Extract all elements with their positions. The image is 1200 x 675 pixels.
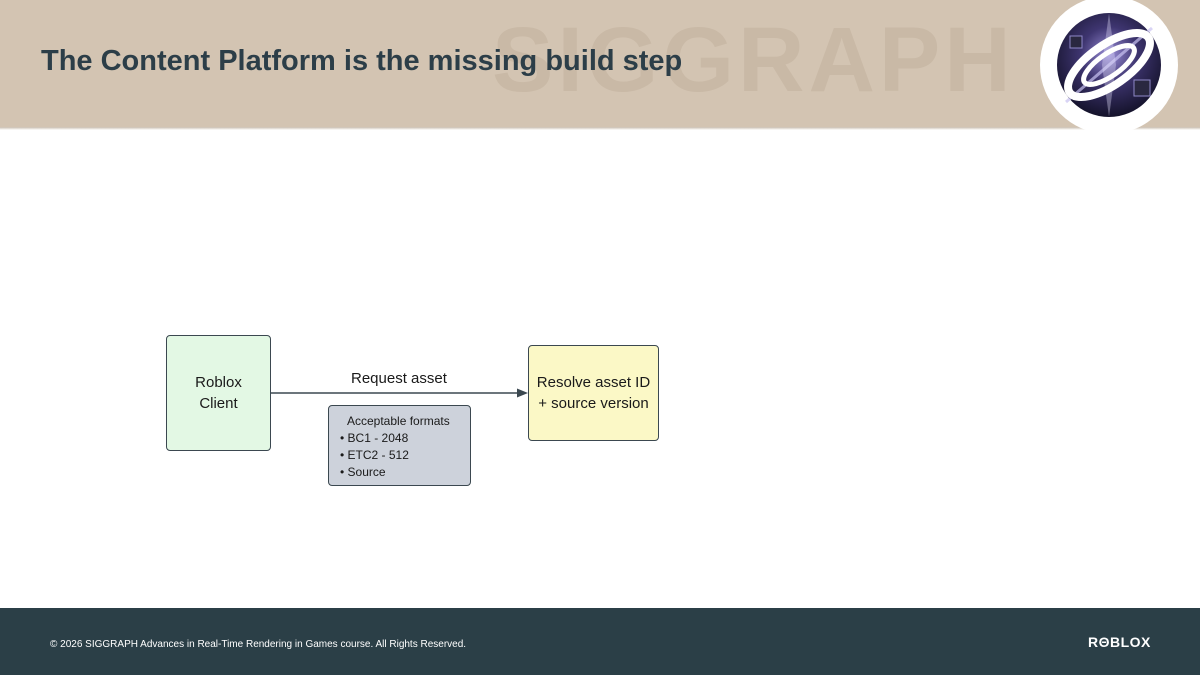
- copyright-text: © 2026 SIGGRAPH Advances in Real-Time Re…: [50, 639, 467, 650]
- resolve-asset-box: Resolve asset ID + source version: [528, 345, 659, 441]
- roblox-logo: RΘBLOX: [1088, 634, 1151, 650]
- header-bar: SIGGRAPH The Content Platform is the mis…: [0, 0, 1200, 127]
- footer-bar: © 2026 SIGGRAPH Advances in Real-Time Re…: [0, 608, 1200, 675]
- siggraph-watermark: SIGGRAPH: [492, 9, 1015, 111]
- formats-list: BC1 - 2048 ETC2 - 512 Source: [340, 430, 470, 481]
- resolve-box-line: + source version: [538, 395, 649, 412]
- format-item: BC1 - 2048: [340, 430, 470, 447]
- client-box-line: Roblox: [195, 374, 242, 391]
- format-item: Source: [340, 464, 470, 481]
- course-logo: [1040, 0, 1178, 134]
- format-item: ETC2 - 512: [340, 447, 470, 464]
- request-asset-label: Request asset: [351, 370, 447, 387]
- orbit-emblem-icon: [1057, 13, 1161, 117]
- client-box-line: Client: [199, 395, 238, 412]
- formats-heading: Acceptable formats: [347, 414, 450, 428]
- slide-title: The Content Platform is the missing buil…: [41, 45, 683, 77]
- acceptable-formats-box: Acceptable formats BC1 - 2048 ETC2 - 512…: [328, 405, 471, 486]
- roblox-client-box: Roblox Client: [166, 335, 271, 451]
- header-shadow: [0, 127, 1200, 130]
- request-arrow: [271, 388, 528, 398]
- resolve-box-line: Resolve asset ID: [536, 374, 651, 391]
